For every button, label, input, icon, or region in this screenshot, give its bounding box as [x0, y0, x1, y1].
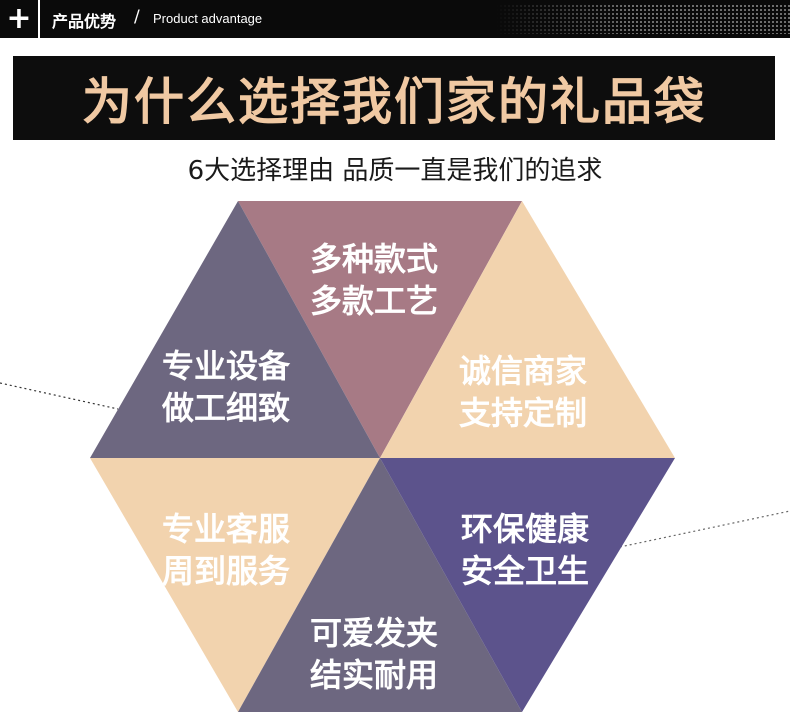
segment-top-right-label: 诚信商家 支持定制 — [459, 350, 587, 434]
section-label-cn: 产品优势 — [52, 12, 117, 31]
segment-top-left-line2: 做工细致 — [162, 389, 291, 427]
label-separator: / — [134, 7, 140, 27]
segment-top-right-line1: 诚信商家 — [459, 352, 588, 390]
segment-top-left-label: 专业设备 做工细致 — [162, 345, 290, 429]
segment-bottom-right-line2: 安全卫生 — [461, 552, 590, 590]
segment-top-right — [380, 201, 675, 458]
segment-bottom-right-label: 环保健康 安全卫生 — [461, 508, 589, 592]
section-label-en: Product advantage — [153, 11, 263, 26]
segment-bottom-right — [380, 458, 675, 712]
segment-top-right-line2: 支持定制 — [459, 394, 588, 432]
dashed-line-right — [614, 510, 790, 549]
segment-bottom-left-line2: 周到服务 — [162, 552, 291, 590]
header-bar: + 产品优势 / Product advantage — [0, 0, 790, 38]
segment-bottom-left-label: 专业客服 周到服务 — [162, 508, 290, 592]
segment-bottom-label: 可爱发夹 结实耐用 — [310, 612, 438, 696]
segment-bottom-left — [90, 458, 380, 712]
segment-top-label: 多种款式 多款工艺 — [310, 238, 438, 322]
title-banner: 为什么选择我们家的礼品袋 — [13, 56, 775, 140]
dot-pattern-decoration — [495, 4, 790, 34]
header-divider — [38, 0, 40, 38]
page-subtitle: 6大选择理由 品质一直是我们的追求 — [187, 156, 603, 186]
segment-bottom-right-line1: 环保健康 — [461, 510, 590, 548]
dashed-line-left — [0, 382, 119, 410]
segment-top-left-line1: 专业设备 — [162, 347, 291, 385]
segment-top-line1: 多种款式 — [310, 240, 439, 278]
segment-bottom-left-line1: 专业客服 — [162, 510, 291, 548]
plus-icon: + — [6, 1, 32, 36]
segment-top-line2: 多款工艺 — [310, 282, 439, 320]
segment-top — [238, 201, 522, 458]
segment-bottom-line1: 可爱发夹 — [310, 614, 439, 652]
segment-bottom-line2: 结实耐用 — [310, 656, 439, 694]
segment-bottom — [238, 458, 522, 712]
page-title: 为什么选择我们家的礼品袋 — [82, 73, 706, 131]
segment-top-left — [90, 201, 380, 458]
